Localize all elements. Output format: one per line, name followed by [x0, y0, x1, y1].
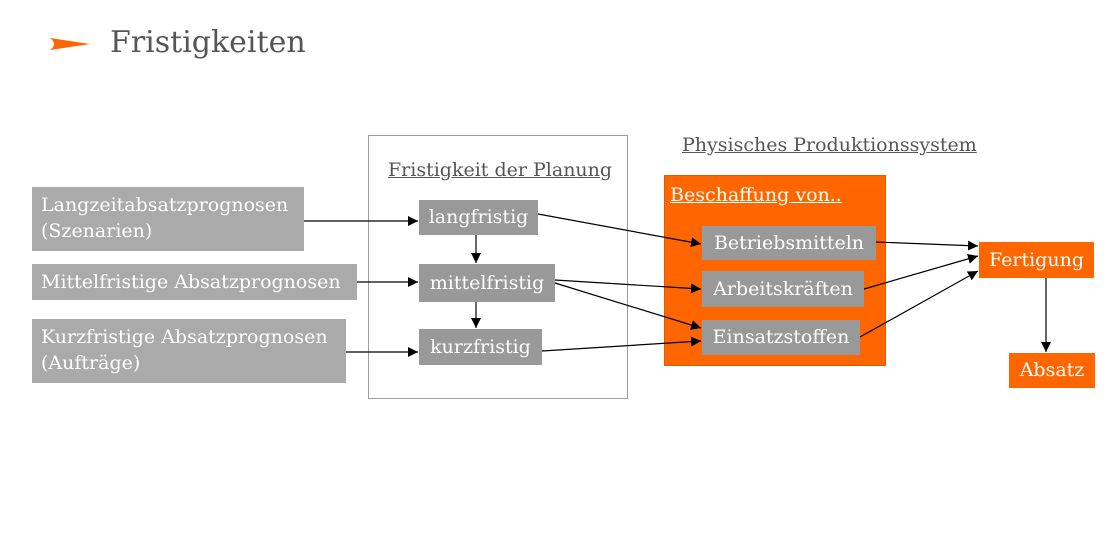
production-heading: Physisches Produktionssystem — [682, 134, 977, 156]
manufacturing-box: Fertigung — [979, 242, 1094, 278]
procurement-item-materials: Einsatzstoffen — [702, 320, 860, 355]
arrow-labor-to-manufacturing — [863, 253, 979, 290]
arrow-kurzfristig-to-materials — [541, 336, 702, 352]
arrow-equipment-to-manufacturing — [875, 240, 979, 251]
forecast-short-line1: Kurzfristige Absatzprognosen — [41, 326, 328, 348]
arrow-langfristig-to-equipment — [537, 213, 702, 248]
procurement-heading: Beschaffung von.. — [670, 184, 842, 206]
forecast-box-mid: Mittelfristige Absatzprognosen — [32, 264, 357, 300]
procurement-item-labor: Arbeitskräften — [702, 271, 864, 307]
forecast-short-line2: (Aufträge) — [41, 352, 141, 374]
sales-box: Absatz — [1009, 353, 1095, 388]
forecast-box-long: Langzeitabsatzprognosen (Szenarien) — [32, 187, 304, 251]
planning-level-mid: mittelfristig — [419, 264, 555, 302]
planning-heading: Fristigkeit der Planung — [388, 159, 613, 181]
forecast-mid-line1: Mittelfristige Absatzprognosen — [41, 271, 341, 293]
slide-title: Fristigkeiten — [110, 25, 306, 60]
planning-frame — [368, 135, 628, 399]
forecast-box-short: Kurzfristige Absatzprognosen (Aufträge) — [32, 319, 346, 383]
planning-level-long: langfristig — [419, 200, 538, 235]
procurement-item-equipment: Betriebsmitteln — [702, 226, 876, 260]
orange-arrowhead-icon — [50, 38, 90, 50]
planning-level-short: kurzfristig — [419, 329, 542, 365]
arrow-materials-to-manufacturing — [859, 270, 979, 338]
arrow-mittelfristig-to-materials — [554, 282, 702, 330]
forecast-long-line2: (Szenarien) — [41, 220, 153, 242]
arrow-mittelfristig-to-labor — [554, 279, 702, 294]
forecast-long-line1: Langzeitabsatzprognosen — [41, 194, 289, 216]
